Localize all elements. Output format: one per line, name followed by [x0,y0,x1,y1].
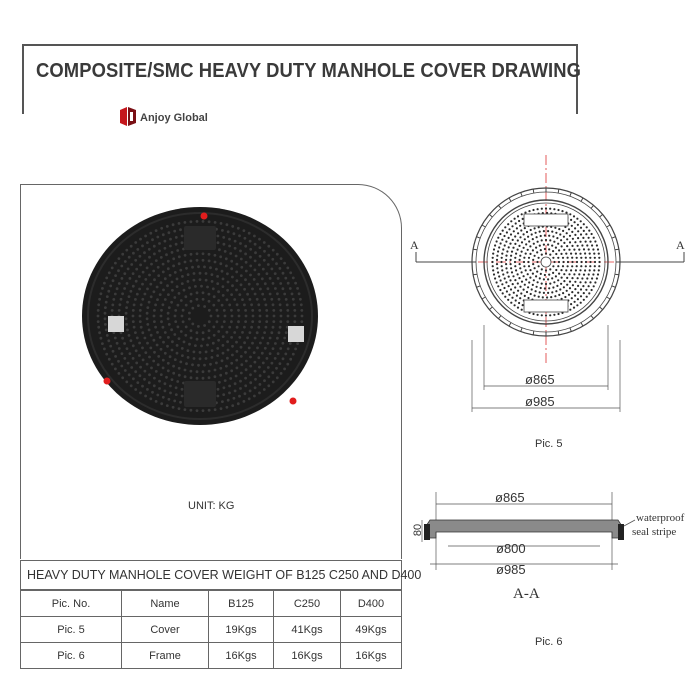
table-cell: 16Kgs [340,642,402,669]
header-cell: Name [121,590,209,617]
seal-note-line1: waterproof [636,512,685,524]
dim-section-height: 80 [412,523,425,537]
header-cell: C250 [273,590,341,617]
brand-name: Anjoy Global [140,112,208,124]
header-cell: Pic. No. [20,590,122,617]
table-cell: Cover [121,616,209,643]
caption-pic6: Pic. 6 [535,636,563,648]
section-label: A-A [513,586,540,602]
manhole-cover-photo [82,207,318,425]
section-mark-right: A [676,238,685,252]
table-row: Pic. 6 Frame 16Kgs 16Kgs 16Kgs [20,642,402,669]
table-cell: 16Kgs [208,642,274,669]
table-cell: 19Kgs [208,616,274,643]
header-cell: B125 [208,590,274,617]
section-drawing [421,492,636,570]
page-title: COMPOSITE/SMC HEAVY DUTY MANHOLE COVER D… [36,60,582,82]
photo-panel [20,184,402,559]
dim-section-mid: ø800 [496,541,526,556]
table-title: HEAVY DUTY MANHOLE COVER WEIGHT OF B125 … [20,560,421,590]
table-cell: Frame [121,642,209,669]
brand-logo-icon [120,107,136,126]
top-view-drawing [415,155,685,412]
title-frame [22,44,578,114]
dim-section-top: ø865 [495,490,525,505]
section-mark-left: A [410,238,419,252]
table-cell: 41Kgs [273,616,341,643]
dim-outer-diameter: ø985 [525,394,555,409]
seal-note-line2: seal stripe [632,526,677,538]
table-row: Pic. 5 Cover 19Kgs 41Kgs 49Kgs [20,616,402,643]
table-cell: 16Kgs [273,642,341,669]
dim-section-bottom: ø985 [496,562,526,577]
table-cell: Pic. 6 [20,642,122,669]
table-cell: 49Kgs [340,616,402,643]
header-cell: D400 [340,590,402,617]
unit-label: UNIT: KG [188,500,235,512]
dim-inner-diameter: ø865 [525,372,555,387]
weight-table: Pic. No. Name B125 C250 D400 Pic. 5 Cove… [20,590,402,669]
table-header-row: Pic. No. Name B125 C250 D400 [20,590,402,617]
caption-pic5: Pic. 5 [535,438,563,450]
table-cell: Pic. 5 [20,616,122,643]
